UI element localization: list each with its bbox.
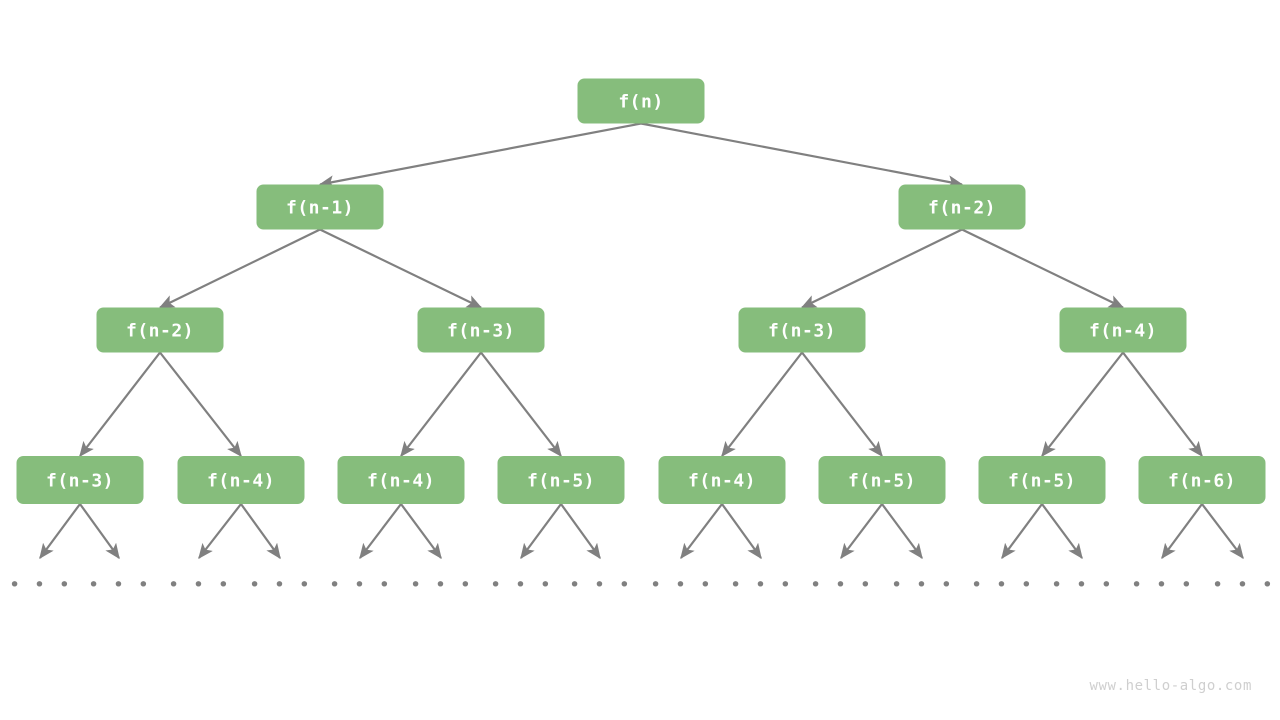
ellipsis-label: • • • xyxy=(1212,574,1274,596)
tree-edge xyxy=(961,228,1125,309)
leaf-stub-arrow xyxy=(721,503,762,560)
tree-edge xyxy=(800,228,963,309)
tree-node-label: f(n-5) xyxy=(848,471,916,492)
tree-edge xyxy=(1041,351,1124,458)
leaf-stub-arrow xyxy=(79,503,120,560)
tree-node-label: f(n-4) xyxy=(688,471,756,492)
tree-edge xyxy=(801,351,883,458)
tree-node-label: f(n-5) xyxy=(527,471,595,492)
tree-node-box[interactable] xyxy=(818,456,946,504)
tree-edge xyxy=(318,122,642,189)
ellipsis-label: • • • xyxy=(329,574,391,596)
tree-node[interactable]: f(n-1) xyxy=(256,184,384,230)
tree-edge xyxy=(1122,351,1203,458)
tree-node-label: f(n-3) xyxy=(46,471,114,492)
tree-node-label: f(n) xyxy=(618,92,663,113)
tree-node[interactable]: f(n) xyxy=(577,78,705,124)
nodes-layer: f(n) f(n-1) f(n-2) f(n-2) f(n-3) f(n-3) f(n-4)… xyxy=(16,78,1266,504)
tree-node-box[interactable] xyxy=(898,184,1026,230)
leaf-stub-arrow xyxy=(1001,503,1043,560)
ellipsis-label: • • • xyxy=(9,574,71,596)
tree-node-box[interactable] xyxy=(16,456,144,504)
tree-node-box[interactable] xyxy=(978,456,1106,504)
tree-node[interactable]: f(n-3) xyxy=(417,307,545,353)
tree-node-label: f(n-3) xyxy=(447,321,515,342)
ellipsis-label: • • • xyxy=(410,574,472,596)
tree-node-label: f(n-5) xyxy=(1008,471,1076,492)
tree-node[interactable]: f(n-5) xyxy=(497,456,625,504)
leaf-stub-arrow xyxy=(680,503,723,560)
ellipsis-label: • • • xyxy=(168,574,230,596)
tree-node[interactable]: f(n-4) xyxy=(337,456,465,504)
ellipsis-label: • • • xyxy=(730,574,792,596)
leaf-stub-arrow xyxy=(39,503,81,560)
leaf-stub-arrow xyxy=(520,503,562,560)
edges-layer xyxy=(79,122,1203,458)
ellipsis-label: • • • xyxy=(1131,574,1193,596)
tree-edge xyxy=(158,228,321,309)
tree-edge xyxy=(79,351,161,458)
tree-node-label: f(n-4) xyxy=(1089,321,1157,342)
tree-edge xyxy=(480,351,562,458)
tree-node-box[interactable] xyxy=(337,456,465,504)
tree-node-box[interactable] xyxy=(1138,456,1266,504)
watermark-label: www.hello-algo.com xyxy=(1089,678,1252,694)
ellipsis-label: • • • xyxy=(1051,574,1113,596)
tree-node-box[interactable] xyxy=(177,456,305,504)
leaf-stub-arrow xyxy=(1201,503,1244,560)
tree-edge xyxy=(721,351,803,458)
tree-node-label: f(n-3) xyxy=(768,321,836,342)
tree-node[interactable]: f(n-4) xyxy=(177,456,305,504)
tree-node-box[interactable] xyxy=(658,456,786,504)
leaf-stub-arrow xyxy=(240,503,281,560)
leaf-stub-arrow xyxy=(359,503,402,560)
leaf-stub-arrow xyxy=(198,503,242,560)
tree-node-box[interactable] xyxy=(256,184,384,230)
tree-node-box[interactable] xyxy=(1059,307,1187,353)
tree-edge xyxy=(319,228,483,309)
ellipsis-label: • • • xyxy=(971,574,1033,596)
ellipsis-label: • • • xyxy=(810,574,872,596)
ellipsis-label: • • • xyxy=(569,574,631,596)
tree-node-label: f(n-4) xyxy=(367,471,435,492)
tree-node[interactable]: f(n-3) xyxy=(16,456,144,504)
leaf-stub-arrow xyxy=(400,503,442,560)
tree-node[interactable]: f(n-5) xyxy=(818,456,946,504)
leaf-stub-arrow xyxy=(1161,503,1203,560)
leaf-stub-arrow xyxy=(881,503,923,560)
ellipsis-label: • • • xyxy=(490,574,552,596)
tree-node-box[interactable] xyxy=(497,456,625,504)
ellipsis-label: • • • xyxy=(891,574,953,596)
leaf-stub-arrows-layer xyxy=(39,503,1244,560)
tree-node-label: f(n-1) xyxy=(286,198,354,219)
tree-node-label: f(n-2) xyxy=(928,198,996,219)
ellipsis-label: • • • xyxy=(88,574,150,596)
tree-node-label: f(n-6) xyxy=(1168,471,1236,492)
tree-node-box[interactable] xyxy=(417,307,545,353)
tree-edge xyxy=(640,122,964,189)
tree-node[interactable]: f(n-4) xyxy=(1059,307,1187,353)
tree-node-box[interactable] xyxy=(96,307,224,353)
tree-edge xyxy=(400,351,482,458)
ellipsis-label: • • • xyxy=(249,574,311,596)
ellipsis-label: • • • xyxy=(650,574,712,596)
tree-node-label: f(n-4) xyxy=(207,471,275,492)
tree-node-label: f(n-2) xyxy=(126,321,194,342)
leaf-stub-arrow xyxy=(840,503,883,560)
tree-node[interactable]: f(n-4) xyxy=(658,456,786,504)
tree-node-box[interactable] xyxy=(577,78,705,124)
ellipses-layer: • • • • • • • • • • • • • • • • • • • • • • • •… xyxy=(9,574,1274,596)
leaf-stub-arrow xyxy=(1041,503,1083,560)
tree-node[interactable]: f(n-5) xyxy=(978,456,1106,504)
tree-node[interactable]: f(n-6) xyxy=(1138,456,1266,504)
tree-node[interactable]: f(n-2) xyxy=(898,184,1026,230)
tree-node-box[interactable] xyxy=(738,307,866,353)
tree-node[interactable]: f(n-2) xyxy=(96,307,224,353)
tree-edge xyxy=(159,351,242,458)
tree-node[interactable]: f(n-3) xyxy=(738,307,866,353)
leaf-stub-arrow xyxy=(560,503,601,560)
